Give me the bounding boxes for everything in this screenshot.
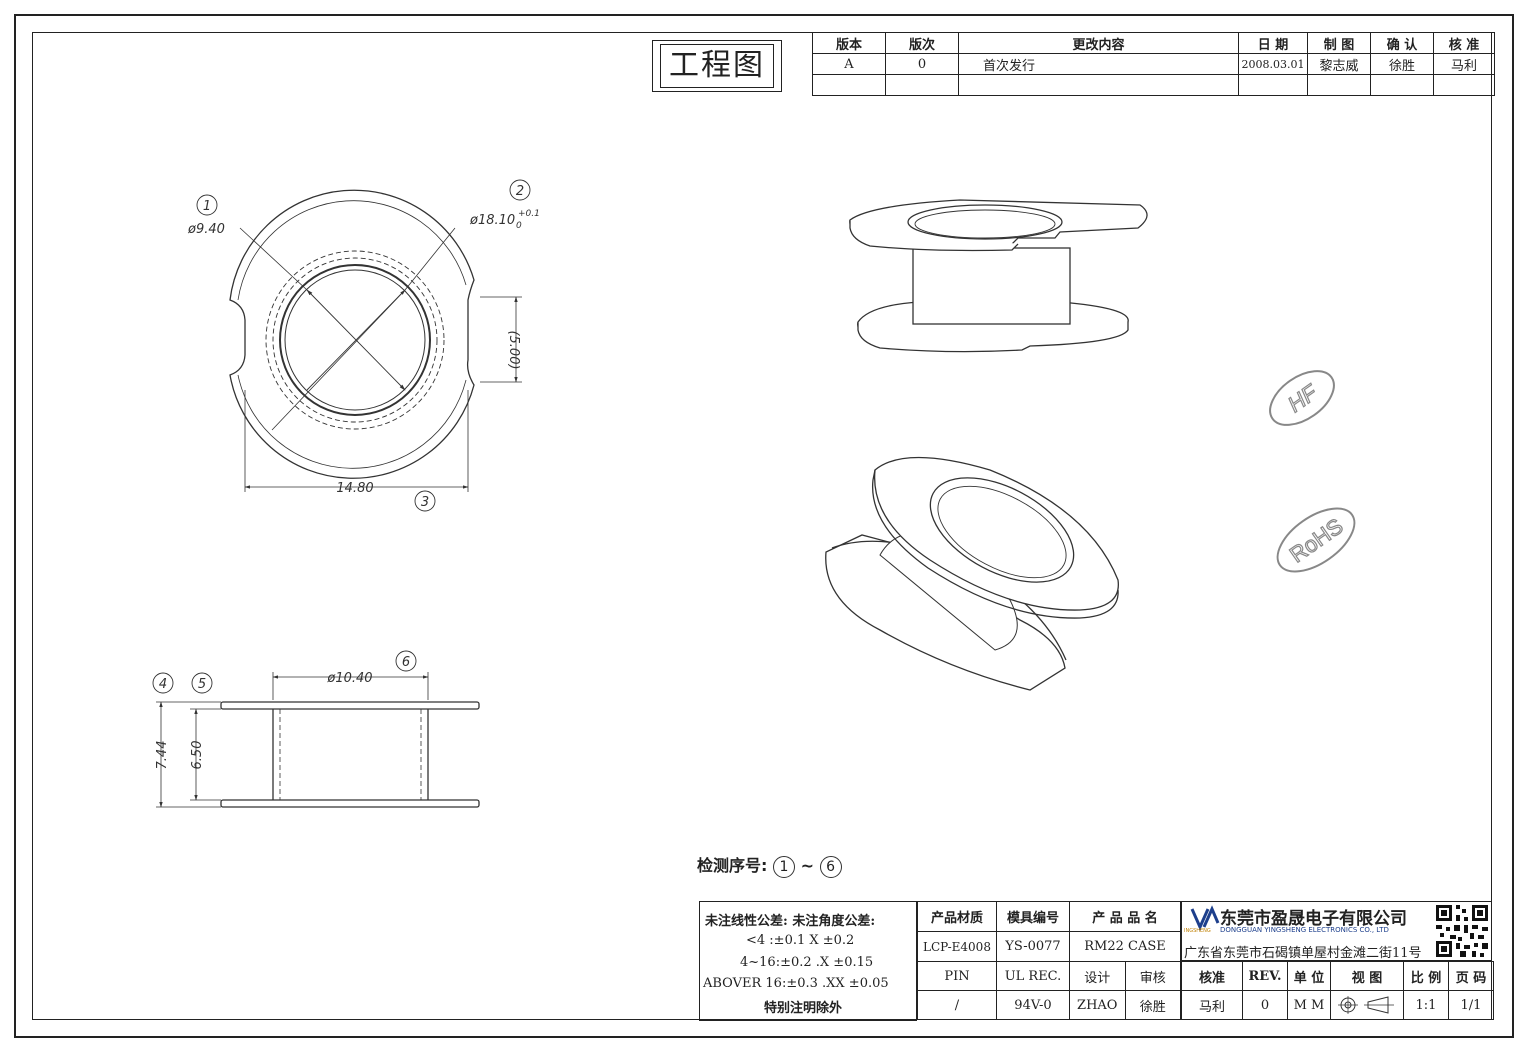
tol-line-2: <4 :±0.1 X ±0.2 bbox=[746, 933, 855, 948]
dim-inner-dia: ø9.40 bbox=[187, 222, 225, 237]
approval-value-row: 马利 0 M M 1:1 1/1 bbox=[1181, 990, 1494, 1020]
h-design: 设计 bbox=[1069, 961, 1126, 991]
rohs-label: RoHS bbox=[1285, 513, 1347, 567]
hf-mark: HF bbox=[1269, 370, 1335, 426]
inspection-sep: ~ bbox=[800, 856, 814, 875]
title-value-row-2: / 94V-0 ZHAO 徐胜 bbox=[917, 990, 1181, 1020]
balloons bbox=[152, 179, 531, 694]
approval-header-row: 核准 REV. 单 位 视 图 比 例 页 码 bbox=[1181, 961, 1494, 991]
rev-header: 制 图 bbox=[1307, 32, 1371, 54]
dim-outer-dia: ø18.10 bbox=[469, 213, 515, 228]
title-header-row-2: PIN UL REC. 设计 审核 bbox=[917, 961, 1181, 991]
balloon-1: 1 bbox=[203, 199, 211, 214]
revision-row bbox=[812, 74, 1495, 96]
rev-cell bbox=[1433, 74, 1495, 96]
balloon-6: 6 bbox=[402, 655, 410, 670]
approve-value: 马利 bbox=[1181, 990, 1243, 1020]
h-ul: UL REC. bbox=[996, 961, 1070, 991]
rev-value: 0 bbox=[1242, 990, 1288, 1020]
dim-flat-width: 14.80 bbox=[336, 481, 373, 496]
dim-total-height: 7.44 bbox=[155, 741, 170, 770]
title-value-row: LCP-E4008 YS-0077 RM22 CASE bbox=[917, 931, 1181, 962]
rohs-mark: RoHS bbox=[1276, 507, 1356, 573]
inspection-to: 6 bbox=[819, 856, 842, 878]
ul-value: 94V-0 bbox=[996, 990, 1070, 1020]
h-material: 产品材质 bbox=[917, 901, 997, 932]
rev-cell: 2008.03.01 bbox=[1238, 53, 1308, 75]
h-page: 页 码 bbox=[1448, 961, 1494, 991]
balloon-2: 2 bbox=[516, 184, 524, 199]
unit-value: M M bbox=[1287, 990, 1331, 1020]
company-logo-icon bbox=[1190, 905, 1220, 931]
h-unit: 单 位 bbox=[1287, 961, 1331, 991]
side-view bbox=[156, 672, 480, 808]
drawing-title: 工程图 bbox=[660, 44, 774, 88]
page-value: 1/1 bbox=[1448, 990, 1494, 1020]
h-rev: REV. bbox=[1242, 961, 1288, 991]
h-approve: 核准 bbox=[1181, 961, 1243, 991]
h-mold: 模具编号 bbox=[996, 901, 1070, 932]
tol-line-5: 特别注明除外 bbox=[764, 1001, 843, 1016]
rev-cell: 徐胜 bbox=[1370, 53, 1434, 75]
rev-header: 版本 bbox=[812, 32, 886, 54]
iso-view-top bbox=[849, 199, 1148, 353]
h-scale: 比 例 bbox=[1403, 961, 1449, 991]
tol-line-3: 4~16:±0.2 .X ±0.15 bbox=[740, 955, 874, 970]
product-value: RM22 CASE bbox=[1069, 931, 1181, 962]
h-pin: PIN bbox=[917, 961, 997, 991]
company-block: 东莞市盈晟电子有限公司 INGSHENG DONGGUAN YINGSHENG … bbox=[1181, 901, 1492, 961]
drawing-border bbox=[14, 14, 1514, 1038]
iso-view-angled bbox=[825, 456, 1119, 691]
inspection-from: 1 bbox=[772, 856, 795, 878]
dim-inner-height: 6.50 bbox=[190, 741, 205, 770]
revision-row: A 0 首次发行 2008.03.01 黎志威 徐胜 马利 bbox=[812, 53, 1495, 75]
company-logo-text: INGSHENG bbox=[1184, 928, 1211, 934]
company-english: DONGGUAN YINGSHENG ELECTRONICS CO., LTD bbox=[1220, 926, 1389, 934]
balloon-3: 3 bbox=[421, 495, 429, 510]
review-value: 徐胜 bbox=[1124, 990, 1181, 1020]
top-view-outline bbox=[229, 189, 475, 479]
title-header-row: 产品材质 模具编号 产 品 品 名 bbox=[917, 901, 1181, 932]
revision-table: 版本 版次 更改内容 日 期 制 图 确 认 核 准 A 0 首次发行 2008… bbox=[812, 32, 1495, 96]
rev-cell: 马利 bbox=[1433, 53, 1495, 75]
dim-outer-tol-lower: 0 bbox=[516, 221, 522, 231]
pin-value: / bbox=[917, 990, 997, 1020]
company-name: 东莞市盈晟电子有限公司 bbox=[1220, 909, 1407, 929]
drawing-frame bbox=[32, 32, 1492, 1020]
material-value: LCP-E4008 bbox=[917, 931, 997, 962]
balloon-4: 4 bbox=[159, 677, 167, 692]
balloon-5: 5 bbox=[198, 677, 206, 692]
design-value: ZHAO bbox=[1069, 990, 1126, 1020]
company-address: 广东省东莞市石碣镇单屋村金滩二街11号 bbox=[1184, 946, 1422, 961]
h-product: 产 品 品 名 bbox=[1069, 901, 1181, 932]
rev-header: 更改内容 bbox=[958, 32, 1239, 54]
title-block: 产品材质 模具编号 产 品 品 名 LCP-E4008 YS-0077 RM22… bbox=[917, 901, 1181, 1020]
dim-slot-width: (5.00) bbox=[506, 330, 521, 369]
hf-label: HF bbox=[1283, 379, 1323, 417]
rev-cell: 黎志威 bbox=[1307, 53, 1371, 75]
approval-block: 核准 REV. 单 位 视 图 比 例 页 码 马利 0 M M 1:1 1/1 bbox=[1181, 961, 1494, 1020]
inspection-label: 检测序号: bbox=[697, 856, 768, 875]
scale-value: 1:1 bbox=[1403, 990, 1449, 1020]
dim-outer-tol-upper: +0.1 bbox=[518, 209, 540, 219]
rev-header: 核 准 bbox=[1433, 32, 1495, 54]
inner-bore bbox=[279, 264, 431, 416]
mold-value: YS-0077 bbox=[996, 931, 1070, 962]
inspection-sequence: 检测序号: 1 ~ 6 bbox=[697, 852, 842, 878]
tol-line-1: 未注线性公差: 未注角度公差: bbox=[705, 914, 876, 929]
drawing-title-box: 工程图 bbox=[652, 40, 782, 92]
tolerance-block: 未注线性公差: 未注角度公差: <4 :±0.1 X ±0.2 4~16:±0.… bbox=[699, 901, 917, 1021]
top-view bbox=[229, 189, 522, 492]
dim-tube-dia: ø10.40 bbox=[326, 671, 372, 686]
tol-line-4: ABOVER 16:±0.3 .XX ±0.05 bbox=[703, 976, 889, 991]
h-view: 视 图 bbox=[1330, 961, 1404, 991]
projection-icon bbox=[1338, 996, 1394, 1014]
h-review: 审核 bbox=[1124, 961, 1181, 991]
projection-symbol bbox=[1330, 990, 1404, 1020]
revision-header-row: 版本 版次 更改内容 日 期 制 图 确 认 核 准 bbox=[812, 32, 1495, 54]
qr-code-icon bbox=[1434, 903, 1490, 959]
